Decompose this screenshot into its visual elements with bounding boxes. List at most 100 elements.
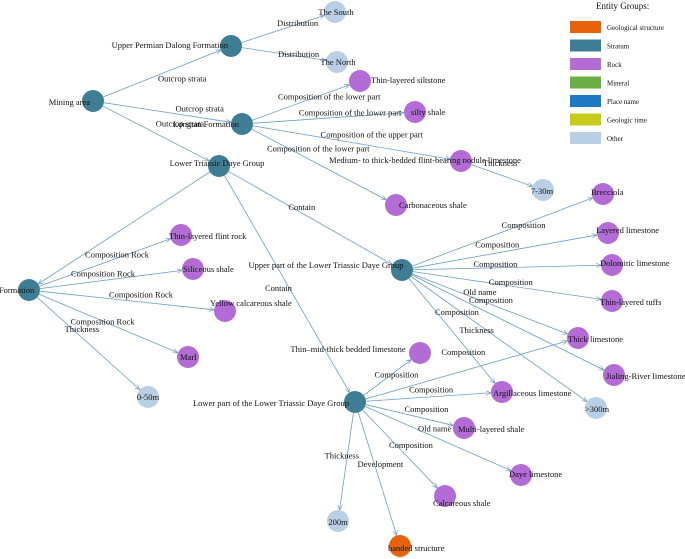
edge-label-ltdg-to-upper: Contain — [288, 202, 316, 212]
edge-label-mining-to-dalong_up: Outcrop strata — [158, 74, 207, 84]
node-circle-argil[interactable] — [491, 381, 513, 403]
legend-title: Entity Groups: — [596, 1, 649, 11]
legend-label-stratum: Stratum — [607, 43, 630, 51]
node-label-dalongF: Dalong Formation — [0, 285, 35, 295]
node-upper[interactable]: Upper part of the Lower Triassic Daye Gr… — [248, 259, 413, 281]
node-dalongF[interactable]: Dalong Formation — [0, 279, 40, 301]
node-t200[interactable]: 200m — [327, 510, 349, 532]
edge-label-longtan-to-silty: Composition of the lower part — [299, 108, 402, 118]
edge-mining-to-longtan — [103, 102, 231, 123]
node-north[interactable]: The North — [320, 51, 356, 73]
node-t050[interactable]: 0-50m — [137, 386, 160, 408]
edge-label-mining-to-longtan: Outcrop strata — [176, 104, 225, 114]
node-breccia[interactable]: Brecciola — [591, 183, 624, 205]
node-longtan[interactable]: Longtan Formation — [173, 113, 253, 135]
node-marl[interactable]: Marl — [177, 346, 199, 368]
node-circle-daye[interactable] — [510, 464, 532, 486]
node-label-banded: banded structure — [388, 543, 445, 553]
node-ltdg[interactable]: Lower Triassic Daye Group — [170, 155, 265, 177]
node-circle-t050[interactable] — [137, 386, 159, 408]
edge-label-upper-to-t300: Thickness — [459, 325, 493, 335]
node-circle-north[interactable] — [326, 51, 348, 73]
node-dalong_up[interactable]: Upper Permian Dalong Formation — [112, 35, 242, 57]
node-t300[interactable]: >300m — [585, 397, 610, 419]
node-t730[interactable]: 7-30m — [531, 179, 554, 201]
node-circle-thick[interactable] — [567, 327, 589, 349]
node-circle-t730[interactable] — [532, 179, 554, 201]
legend: Entity Groups: Geological structureStrat… — [570, 1, 664, 144]
node-circle-t200[interactable] — [327, 510, 349, 532]
node-yellow[interactable]: Yellow calcareous shale — [210, 298, 292, 322]
node-circle-dalongF[interactable] — [18, 279, 40, 301]
node-carb[interactable]: Carbonaceous shale — [385, 194, 467, 216]
node-mining[interactable]: Mining area — [49, 90, 104, 112]
node-circle-medium[interactable] — [450, 150, 472, 172]
node-circle-layered[interactable] — [597, 222, 619, 244]
node-medium[interactable]: Medium- to thick-bedded flint-bearing no… — [329, 150, 521, 172]
node-circle-yellow[interactable] — [214, 300, 236, 322]
node-thinmid[interactable]: Thin–mid-thick bedded limestone — [290, 342, 431, 364]
node-circle-multi[interactable] — [453, 417, 475, 439]
node-circle-tuff[interactable] — [601, 290, 623, 312]
legend-label-mineral: Mineral — [607, 80, 629, 88]
node-banded[interactable]: banded structure — [388, 535, 445, 557]
node-circle-dolo[interactable] — [601, 254, 623, 276]
node-circle-longtan[interactable] — [231, 113, 253, 135]
node-circle-calc[interactable] — [434, 485, 456, 507]
node-circle-thinmid[interactable] — [409, 342, 431, 364]
node-daye[interactable]: Daye limestone — [509, 464, 562, 486]
node-label-daye: Daye limestone — [509, 469, 562, 479]
node-circle-thinflint[interactable] — [170, 224, 192, 246]
node-circle-marl[interactable] — [177, 346, 199, 368]
node-argil[interactable]: Argillaceous limestone — [491, 381, 572, 403]
node-tuff[interactable]: Thin-layered tuffs — [600, 290, 661, 312]
edge-dalongF-to-siliceous — [39, 270, 182, 289]
node-circle-breccia[interactable] — [592, 183, 614, 205]
node-calc[interactable]: Calcareous shale — [433, 485, 491, 508]
node-label-south: The South — [318, 7, 354, 17]
node-thinflint[interactable]: Thin-layered flint rock — [169, 224, 247, 246]
node-circle-south[interactable] — [324, 1, 346, 23]
node-circle-banded[interactable] — [389, 535, 411, 557]
node-circle-mining[interactable] — [82, 90, 104, 112]
edge-label-upper-to-dolo: Composition — [474, 259, 519, 269]
node-circle-thin_silt[interactable] — [349, 70, 371, 92]
node-circle-ltdg[interactable] — [208, 155, 230, 177]
node-label-dalong_up: Upper Permian Dalong Formation — [112, 40, 229, 50]
node-jialing[interactable]: Jialing-River limestone — [603, 364, 685, 386]
node-thick[interactable]: Thick limestone — [567, 327, 623, 349]
node-silty[interactable]: silty shale — [404, 101, 445, 123]
node-circle-siliceous[interactable] — [182, 258, 204, 280]
node-south[interactable]: The South — [318, 1, 354, 23]
node-circle-t300[interactable] — [585, 397, 607, 419]
edge-lower-to-t200 — [340, 412, 354, 510]
node-lower[interactable]: Lower part of the Lower Triassic Daye Gr… — [193, 391, 366, 413]
node-multi[interactable]: Multi-layered shale — [453, 417, 525, 439]
node-label-t730: 7-30m — [531, 186, 554, 196]
node-circle-upper[interactable] — [391, 259, 413, 281]
legend-swatch-rock — [570, 58, 601, 70]
node-layered[interactable]: Layered limestone — [596, 222, 659, 244]
edge-dalong_up-to-south — [241, 15, 324, 43]
node-label-ltdg: Lower Triassic Daye Group — [170, 158, 265, 168]
edge-label-longtan-to-carb: Composition of the lower part — [267, 144, 370, 154]
node-circle-carb[interactable] — [385, 194, 407, 216]
edge-longtan-to-medium — [252, 125, 450, 159]
node-circle-silty[interactable] — [404, 101, 426, 123]
edge-upper-to-dolo — [412, 265, 601, 271]
node-label-t300: >300m — [585, 404, 610, 414]
legend-swatch-mineral — [570, 76, 601, 89]
node-circle-jialing[interactable] — [603, 364, 625, 386]
node-label-silty: silty shale — [411, 107, 445, 117]
node-circle-dalong_up[interactable] — [220, 35, 242, 57]
node-siliceous[interactable]: Siliceous shale — [182, 258, 234, 280]
edge-lower-to-argil — [365, 393, 491, 402]
node-dolo[interactable]: Dolomitic limestone — [600, 254, 670, 276]
node-thin_silt[interactable]: Thin-layered siltstone — [349, 70, 446, 92]
node-circle-lower[interactable] — [344, 391, 366, 413]
node-label-thin_silt: Thin-layered siltstone — [371, 75, 446, 85]
edge-label-dalongF-to-thinflint: Composition Rock — [85, 249, 150, 259]
legend-swatch-time — [570, 113, 601, 126]
edge-label-lower-to-t200: Thickness — [325, 451, 359, 461]
